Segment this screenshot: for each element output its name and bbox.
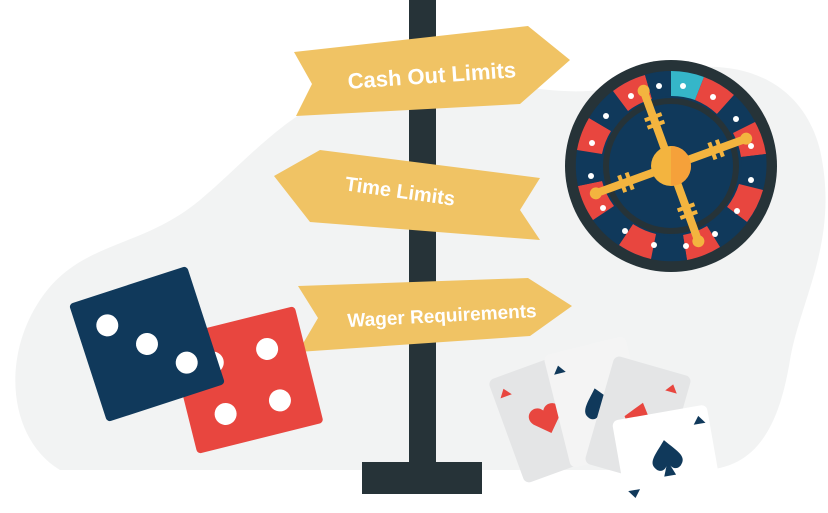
sign-wager-requirements: Wager Requirements — [298, 278, 572, 352]
roulette-wheel-icon — [565, 60, 777, 272]
sign-time-limits: Time Limits — [274, 150, 540, 240]
post-base — [362, 462, 482, 494]
sign-cash-out-limits: Cash Out Limits — [294, 26, 570, 116]
die-navy — [69, 266, 225, 422]
playing-cards-icon — [489, 336, 720, 499]
roulette-dots — [588, 83, 754, 249]
card-spades-front — [612, 405, 720, 499]
dice-icon — [69, 266, 323, 454]
roulette-pockets — [575, 71, 767, 262]
